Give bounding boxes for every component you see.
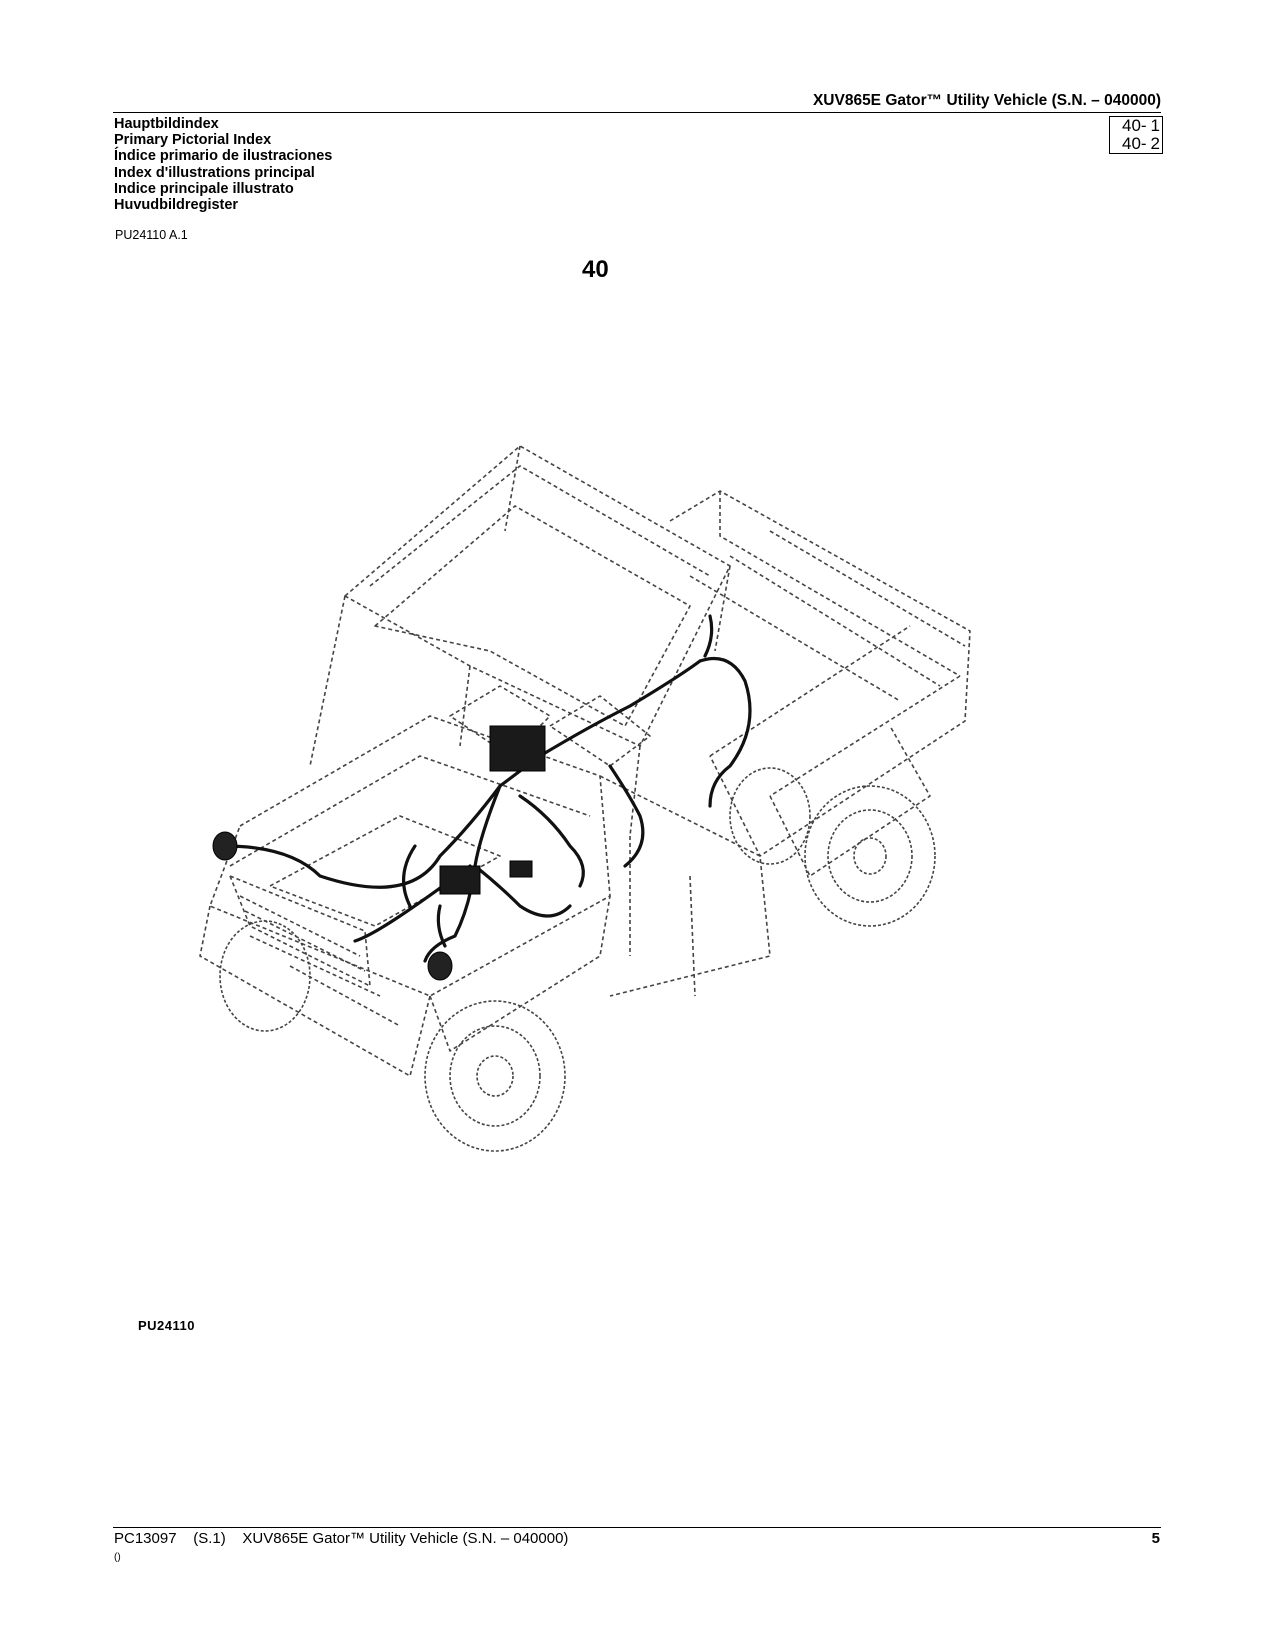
page-ref-row[interactable]: 40- 2 [1110, 135, 1162, 153]
footer-title: XUV865E Gator™ Utility Vehicle (S.N. – 0… [242, 1530, 569, 1547]
footer-text: PC13097 (S.1) XUV865E Gator™ Utility Veh… [114, 1530, 568, 1547]
group-number: 40 [582, 256, 609, 283]
page-ref-section: 40- [1122, 134, 1147, 153]
header-title: XUV865E Gator™ Utility Vehicle (S.N. – 0… [812, 92, 1161, 109]
page-reference-box: 40- 1 40- 2 [1109, 116, 1163, 154]
index-title-fr: Index d'illustrations principal [114, 164, 315, 181]
figure-image-id: PU24110 [138, 1318, 195, 1333]
footer-sub-note: () [114, 1552, 121, 1563]
footer-doc-code: PC13097 [114, 1530, 177, 1547]
footer-rule [113, 1527, 1161, 1528]
index-titles: Hauptbildindex Primary Pictorial Index Í… [114, 116, 332, 213]
page-number: 5 [1151, 1530, 1160, 1547]
footer-sheet: (S.1) [193, 1530, 226, 1547]
header-rule [113, 112, 1161, 113]
page-ref-page: 2 [1150, 134, 1160, 153]
index-title-de: Hauptbildindex [114, 116, 219, 132]
page-ref-row[interactable]: 40- 1 [1110, 117, 1162, 135]
index-title-it: Indice principale illustrato [114, 180, 294, 197]
index-title-en: Primary Pictorial Index [114, 132, 272, 149]
index-title-sv: Huvudbildregister [114, 197, 239, 214]
index-title-es: Índice primario de ilustraciones [114, 148, 333, 165]
page-ref-section: 40- [1122, 116, 1147, 135]
utility-vehicle-illustration [199, 445, 971, 1152]
reference-code: PU24110 A.1 [115, 228, 188, 242]
page-ref-page: 1 [1150, 116, 1160, 135]
